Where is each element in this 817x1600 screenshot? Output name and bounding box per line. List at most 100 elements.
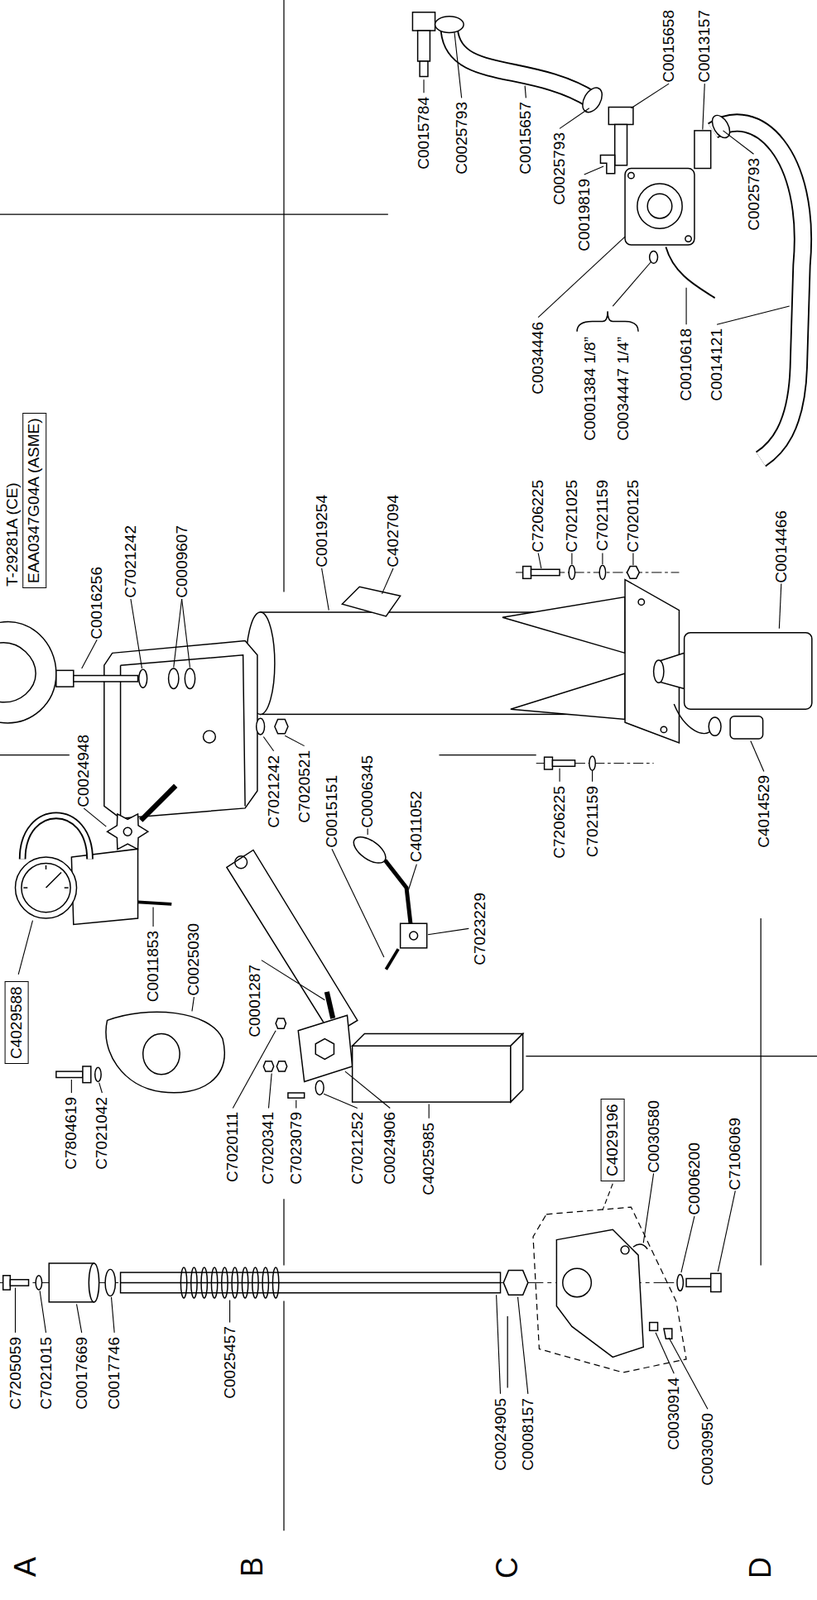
callout-number: C7206225 bbox=[550, 786, 569, 860]
leader-line bbox=[681, 1216, 695, 1274]
callout-number: C7106069 bbox=[725, 1118, 745, 1192]
callout-number: C0024906 bbox=[380, 1112, 399, 1186]
leader-line bbox=[76, 1304, 82, 1334]
hose-assembly bbox=[578, 84, 606, 116]
hose-assembly bbox=[576, 311, 639, 332]
leader-line bbox=[602, 1184, 613, 1212]
lever bbox=[275, 1018, 286, 1029]
callout-number: C0008157 bbox=[519, 1398, 538, 1472]
lever bbox=[349, 832, 390, 870]
callout-number: C0025793 bbox=[452, 101, 471, 175]
callout-number: C7021159 bbox=[593, 480, 612, 552]
callout-number: C0025793 bbox=[744, 158, 764, 231]
callout-number: C0019254 bbox=[312, 495, 332, 568]
hose-assembly bbox=[615, 124, 628, 165]
gauge-assembly bbox=[22, 816, 90, 861]
tank bbox=[552, 760, 575, 767]
leader-line bbox=[331, 849, 385, 958]
zone-grid bbox=[283, 1302, 284, 1533]
callout-number: C7021159 bbox=[583, 786, 602, 858]
callout-number: C4014529 bbox=[754, 775, 774, 849]
cover bbox=[143, 1033, 180, 1075]
hose-assembly bbox=[712, 122, 803, 460]
leader-line bbox=[702, 83, 705, 130]
callout-number: C0016256 bbox=[87, 567, 106, 640]
hose-assembly bbox=[419, 61, 428, 77]
leader-line bbox=[182, 599, 191, 669]
lever bbox=[409, 932, 419, 941]
leader-line bbox=[655, 1333, 674, 1375]
gauge-assembly bbox=[22, 816, 90, 861]
leader-line bbox=[428, 1105, 430, 1120]
leader-line bbox=[323, 1094, 358, 1109]
bracket bbox=[73, 676, 139, 683]
leader-line bbox=[630, 83, 669, 109]
gauge-assembly bbox=[15, 816, 173, 926]
leader-line bbox=[717, 1191, 736, 1272]
part-number-box: T-29281A (CE)EAA0347G04A (ASME) bbox=[3, 411, 47, 589]
callout-number: C0024905 bbox=[491, 1398, 510, 1472]
bracket bbox=[140, 786, 176, 822]
hose-assembly bbox=[712, 122, 803, 460]
foot-assembly bbox=[533, 1207, 687, 1374]
gauge-assembly bbox=[71, 849, 138, 925]
callout-number: C7205059 bbox=[6, 1337, 25, 1411]
leader-line bbox=[381, 568, 394, 595]
hose-assembly bbox=[412, 12, 803, 460]
boxed-part-number: C4029196 bbox=[600, 1099, 625, 1183]
leader-line bbox=[130, 599, 143, 669]
callout-number: C7020125 bbox=[624, 480, 643, 553]
callout-number: C0024948 bbox=[74, 735, 93, 808]
callout-number: C0015151 bbox=[322, 775, 342, 849]
tank bbox=[341, 586, 400, 617]
boxed-part-number: EAA0347G04A (ASME) bbox=[22, 413, 47, 589]
gauge-assembly bbox=[15, 857, 77, 919]
leader-line bbox=[229, 1300, 231, 1323]
callout-number: C0025457 bbox=[221, 1326, 240, 1400]
leader-line bbox=[268, 1074, 272, 1110]
rod-assembly bbox=[120, 1273, 501, 1294]
bracket bbox=[123, 827, 132, 837]
leader-line bbox=[232, 1031, 276, 1110]
callout-number: C0015658 bbox=[659, 9, 678, 83]
callout-number: C7021242 bbox=[264, 755, 284, 829]
hose-assembly bbox=[435, 16, 465, 34]
container bbox=[708, 717, 721, 736]
foot-assembly bbox=[533, 1207, 721, 1374]
leader-line bbox=[538, 553, 542, 570]
hose-assembly bbox=[624, 168, 695, 246]
standard-note: T-29281A (CE) bbox=[3, 411, 23, 589]
leader-line bbox=[263, 737, 274, 752]
tank bbox=[638, 599, 644, 606]
hose-assembly bbox=[600, 154, 615, 174]
callout-number: C4011052 bbox=[407, 791, 426, 863]
lever bbox=[297, 1015, 352, 1082]
tank bbox=[523, 567, 532, 580]
foot-assembly bbox=[711, 1273, 721, 1293]
bracket bbox=[168, 668, 179, 690]
callout-number: C7023229 bbox=[470, 893, 490, 966]
lever bbox=[352, 1033, 524, 1047]
leader-line bbox=[408, 865, 418, 891]
leader-line bbox=[422, 79, 424, 93]
hose-assembly bbox=[665, 246, 715, 298]
cover bbox=[95, 1067, 101, 1082]
rod-assembly bbox=[88, 1263, 99, 1303]
tank bbox=[589, 756, 596, 771]
rod-assembly bbox=[3, 1276, 11, 1291]
lever bbox=[510, 1033, 524, 1103]
cover bbox=[56, 1071, 83, 1078]
boxed-part-number: C4029588 bbox=[4, 981, 29, 1065]
leader-line bbox=[18, 921, 33, 976]
zone-grid bbox=[0, 213, 389, 215]
leader-line bbox=[643, 1173, 654, 1244]
callout-number: C7021242 bbox=[121, 525, 140, 599]
callout-number: C0009607 bbox=[173, 525, 192, 599]
zone-grid bbox=[283, 1199, 284, 1266]
callout-number: C7020341 bbox=[259, 1112, 279, 1186]
leader-line bbox=[321, 568, 330, 611]
leader-line bbox=[496, 1295, 501, 1395]
zone-grid bbox=[439, 754, 537, 756]
leader-line bbox=[778, 584, 781, 630]
rod-assembly bbox=[105, 1269, 116, 1297]
